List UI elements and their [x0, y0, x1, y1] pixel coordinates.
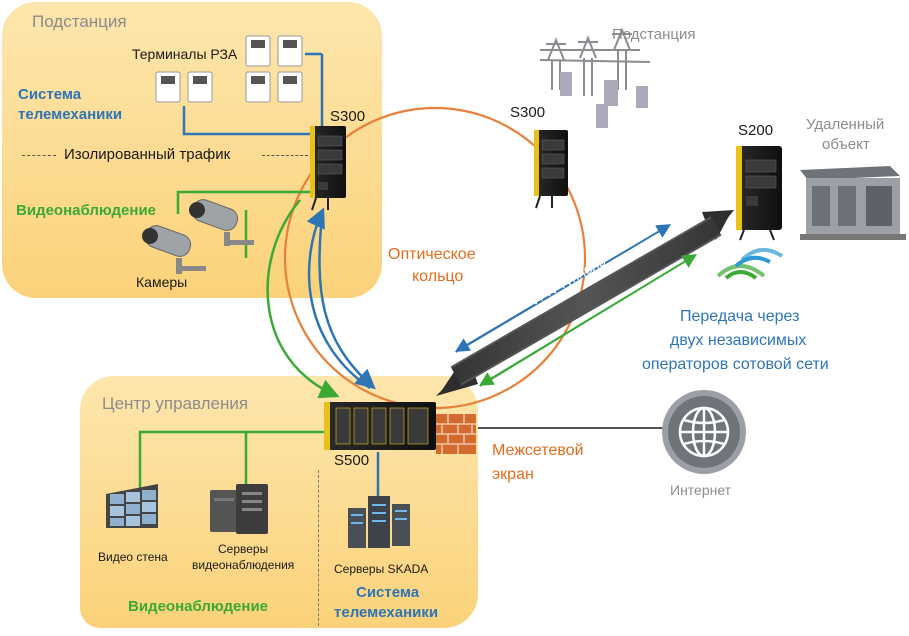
video-wall-label: Видео стена — [98, 550, 168, 564]
optical-ring-label-line2: кольцо — [412, 268, 464, 285]
s500-switch-icon — [324, 402, 436, 450]
video-servers-icon — [210, 484, 268, 534]
camera-link — [176, 190, 318, 214]
globe-icon — [662, 390, 746, 474]
control-center-title: Центр управления — [102, 394, 249, 413]
cameras-icon — [142, 199, 254, 274]
s200-label: S200 — [738, 122, 774, 139]
internet-label: Интернет — [670, 482, 732, 498]
remote-substation-title: Подстанция — [612, 26, 696, 43]
s500-label: S500 — [334, 452, 370, 469]
video-servers-label-line2: видеонаблюдения — [192, 558, 295, 572]
isolated-traffic-label: Изолированный трафик — [64, 146, 231, 163]
telemech-label-line2: телемеханики — [18, 106, 123, 123]
vpn-blue-arrow-back — [454, 225, 669, 352]
skada-servers-label: Серверы SKADA — [334, 562, 429, 576]
cc-telemech-label-line1: Система — [356, 584, 420, 601]
s300-remote-label: S300 — [510, 104, 546, 121]
green-arrow-down — [266, 199, 340, 399]
firewall-icon — [436, 414, 476, 454]
video-surveillance-label: Видеонаблюдение — [16, 202, 157, 219]
rza-terminals-label: Терминалы РЗА — [132, 46, 238, 62]
blue-arrow-down — [318, 214, 376, 390]
s300-main-switch-icon — [310, 126, 346, 211]
wireless-signal-icon — [716, 248, 784, 280]
optical-ring-label-line1: Оптическое — [388, 246, 476, 263]
cc-telemech-label-line2: телемеханики — [334, 604, 439, 621]
blue-arrow-up — [306, 207, 371, 390]
rza-terminals-icon — [155, 35, 303, 103]
substation-title: Подстанция — [32, 12, 127, 31]
cellular-line1: Передача через — [680, 308, 800, 325]
cameras-label: Камеры — [136, 274, 188, 290]
substation-pylons-icon — [539, 27, 651, 128]
vpn-green-arrow-back — [478, 255, 695, 386]
skada-servers-icon — [348, 496, 410, 548]
video-wall-icon — [106, 484, 158, 528]
cc-video-surveillance-label: Видеонаблюдение — [128, 598, 269, 615]
isolated-traffic-separator-left — [22, 155, 56, 156]
cellular-line2: двух независимых — [670, 332, 807, 349]
s300-remote-switch-icon — [534, 130, 568, 209]
control-center-separator — [318, 470, 319, 626]
firewall-label-line1: Межсетевой — [492, 442, 584, 459]
remote-building-icon — [800, 166, 906, 240]
telemech-label-line1: Система — [18, 86, 82, 103]
firewall-label-line2: экран — [492, 466, 534, 483]
isolated-traffic-separator-right — [262, 155, 308, 156]
remote-object-title-line1: Удаленный — [806, 116, 885, 133]
video-servers-label-line1: Серверы — [218, 542, 269, 556]
vpn-tunnel-arrow — [436, 210, 734, 396]
s200-switch-icon — [736, 146, 782, 241]
s300-main-label: S300 — [330, 108, 366, 125]
cc-video-bus — [138, 430, 334, 492]
rza-link-1 — [182, 106, 318, 136]
remote-object-title-line2: объект — [822, 136, 870, 153]
cellular-line3: операторов сотовой сети — [642, 356, 829, 373]
